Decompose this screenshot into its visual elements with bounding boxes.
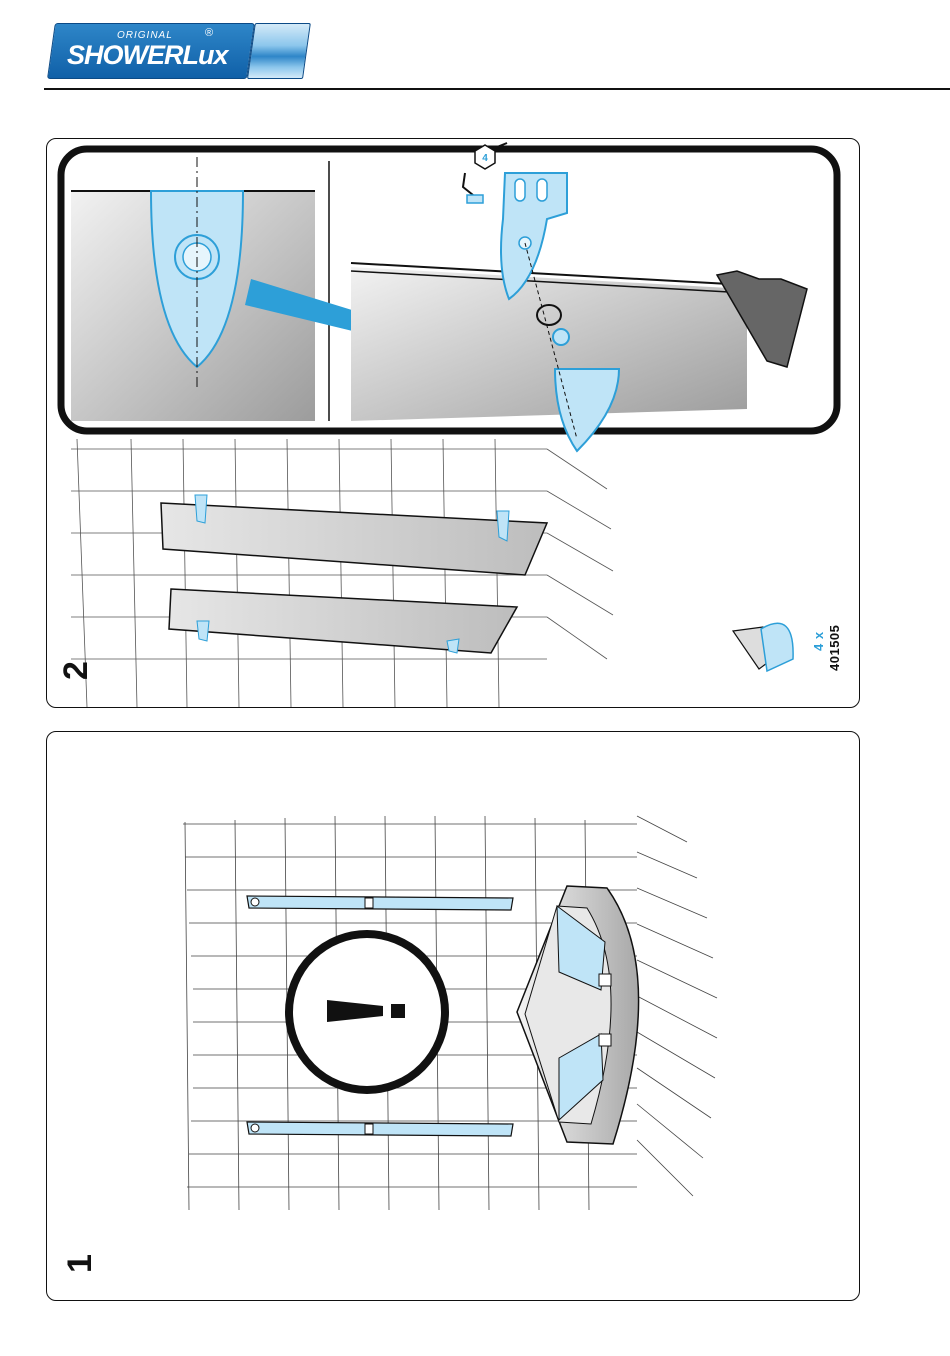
shower-tray (517, 886, 639, 1144)
step-2-number: 2 (57, 661, 96, 680)
rail-upper (247, 896, 513, 910)
logo-tile-icon (247, 23, 311, 79)
exclamation-icon (289, 934, 445, 1090)
logo-registered-mark: ® (205, 27, 213, 39)
part-number: 401505 (827, 625, 842, 671)
step-1-number: 1 (61, 1254, 100, 1273)
part-quantity: 4 x (811, 631, 826, 651)
detail-inset (61, 143, 837, 451)
step-2-illustration: 4 (47, 139, 859, 707)
wall-tile-grid (71, 439, 613, 707)
step-1-illustration (47, 732, 859, 1300)
rail-lower (247, 1122, 513, 1136)
header-rule (44, 88, 950, 90)
bracket-part-icon (733, 623, 793, 671)
lower-rail (169, 589, 517, 653)
step-1-panel: 1 (46, 731, 860, 1301)
step-2-panel: 4 2 4 x 401505 (46, 138, 860, 708)
showerlux-logo: ORIGINAL ® SHOWERLux (47, 23, 303, 79)
logo-brand-name: SHOWERLux (67, 40, 228, 71)
detail-callout-number: 4 (482, 153, 488, 164)
upper-rail (161, 495, 547, 575)
